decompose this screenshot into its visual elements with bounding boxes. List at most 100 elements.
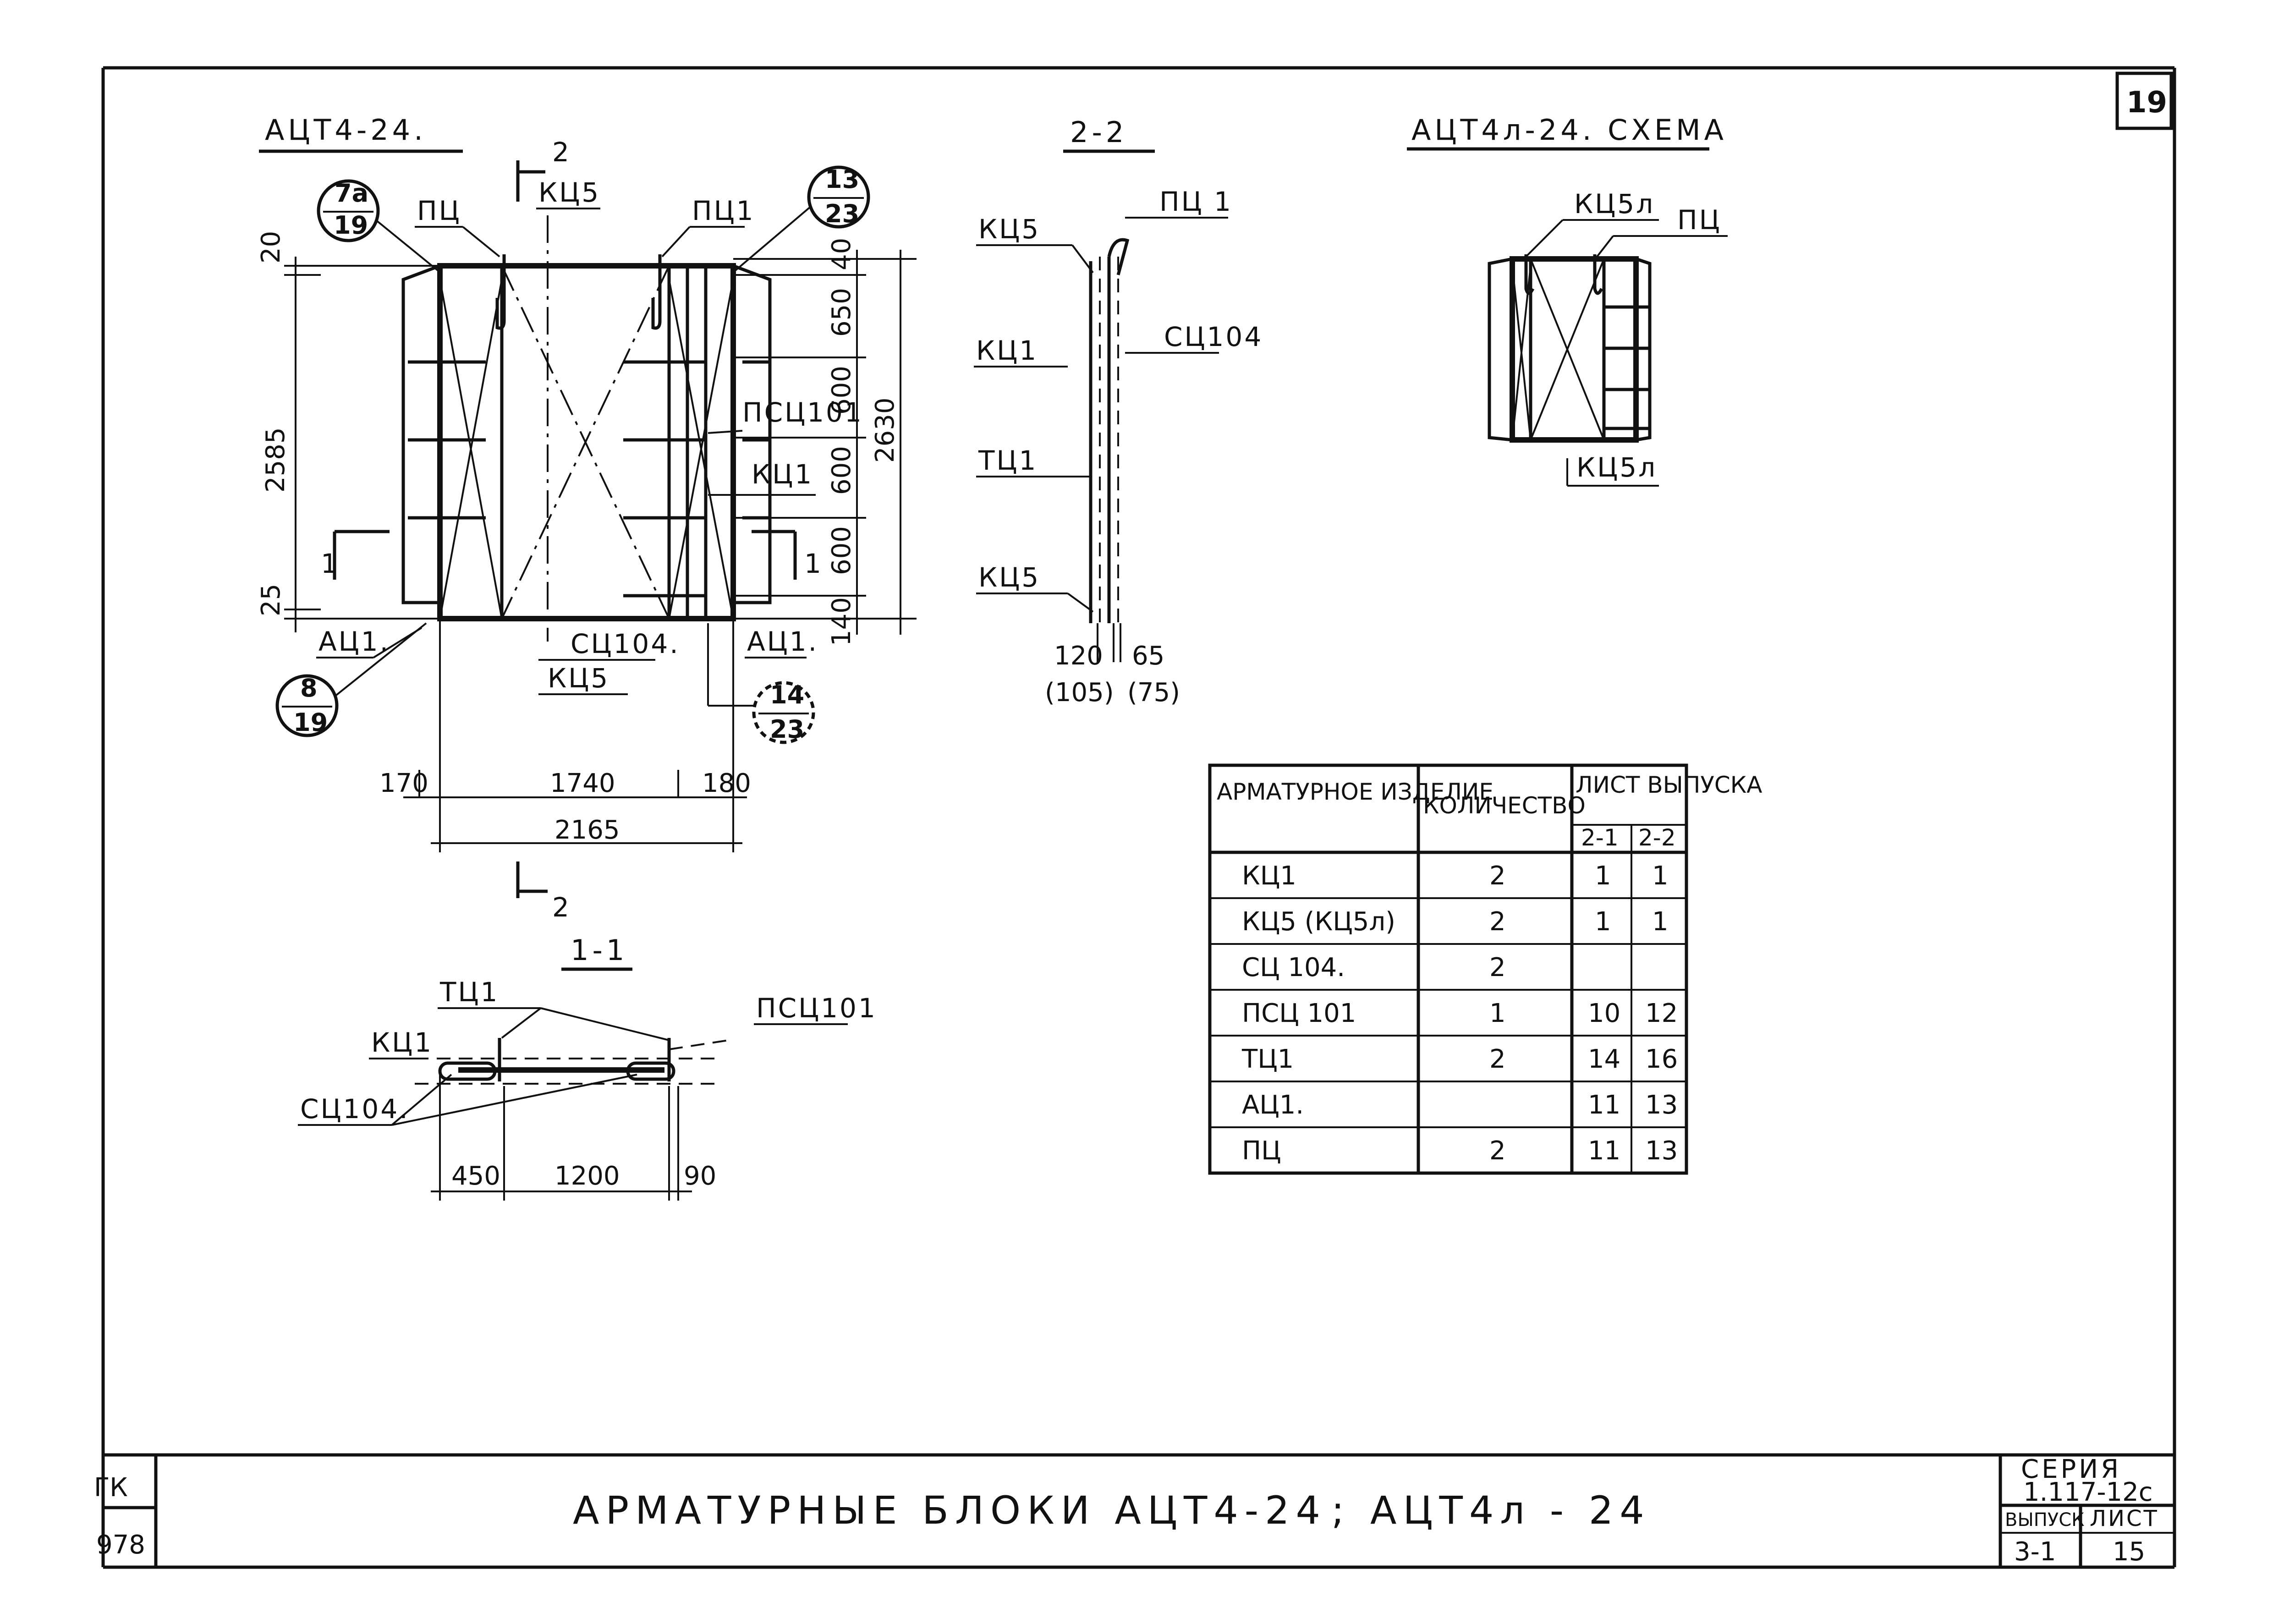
main-view: АЦТ4-24. 2 xyxy=(256,113,917,923)
s22-label-sc104: СЦ104 xyxy=(1164,321,1263,352)
dim-right-140: 140 xyxy=(827,597,856,646)
dim-left-2585: 2585 xyxy=(261,427,291,493)
scheme-title: АЦТ4л-24. СХЕМА xyxy=(1411,113,1727,147)
series-value: 1.117-12с xyxy=(2023,1477,2153,1507)
s22-dim-65: 65 xyxy=(1132,641,1164,671)
table-row-s1: 1 xyxy=(1595,861,1611,891)
s22-dim-105: (105) xyxy=(1045,678,1114,708)
table-row-qty: 2 xyxy=(1489,861,1506,891)
dim-bottom-1740: 1740 xyxy=(550,768,615,798)
table-row-item: КЦ5 (КЦ5л) xyxy=(1242,907,1395,937)
label-pc1: ПЦ1 xyxy=(692,195,755,226)
section-mark-bottom: 2 xyxy=(552,892,571,923)
table-header-qty: КОЛИЧЕСТВО xyxy=(1423,792,1586,819)
label-kc1: КЦ1 xyxy=(752,459,813,490)
scheme-label-kc5l-top: КЦ5л xyxy=(1574,188,1655,219)
s22-dim-75: (75) xyxy=(1127,678,1180,708)
callout-7a-top: 7а xyxy=(335,179,368,208)
s11-label-psc101: ПСЦ101 xyxy=(756,993,877,1024)
section-2-2-title: 2-2 xyxy=(1070,115,1127,149)
table-row-s2: 13 xyxy=(1645,1136,1678,1166)
label-psc101: ПСЦ101 xyxy=(742,397,863,428)
dim-right-40: 40 xyxy=(827,238,856,270)
main-view-title: АЦТ4-24. xyxy=(265,113,427,147)
s11-dim-1200: 1200 xyxy=(555,1161,620,1191)
section-mark-top: 2 xyxy=(552,137,571,168)
label-ac1-right: АЦ1. xyxy=(747,626,818,657)
callout-13-bottom: 23 xyxy=(825,199,859,228)
callout-14-top: 14 xyxy=(770,680,804,709)
table-row-s1: 1 xyxy=(1595,907,1611,937)
callout-8-bottom: 19 xyxy=(293,708,328,737)
dim-right-650: 650 xyxy=(827,288,856,337)
section-2-2: 2-2 КЦ5 ПЦ 1 КЦ1 СЦ104 ТЦ1 КЦ5 120 (105)… xyxy=(974,115,1263,708)
s11-dim-450: 450 xyxy=(451,1161,500,1191)
table-row-s1: 11 xyxy=(1588,1136,1620,1166)
sheet-value: 15 xyxy=(2113,1537,2145,1567)
sheet-number: 19 xyxy=(2126,86,2167,120)
spec-table: АРМАТУРНОЕ ИЗДЕЛИЕ КОЛИЧЕСТВО ЛИСТ ВЫПУС… xyxy=(1208,763,1762,1175)
table-row-s2: 12 xyxy=(1645,999,1678,1028)
s22-label-kc1: КЦ1 xyxy=(976,335,1038,366)
section-1-1: 1-1 ТЦ1 ПСЦ101 КЦ1 СЦ104. 450 1200 90 xyxy=(298,933,877,1201)
title-block: ГК 978 АРМАТУРНЫЕ БЛОКИ АЦТ4-24 ; АЦТ4л … xyxy=(94,1454,2174,1567)
section-1-1-title: 1-1 xyxy=(571,933,628,967)
dim-left-25: 25 xyxy=(256,584,286,616)
callout-8-top: 8 xyxy=(300,674,318,702)
table-row-s1: 14 xyxy=(1588,1044,1620,1074)
stamp-bottom: 978 xyxy=(96,1530,145,1560)
table-row-s2: 1 xyxy=(1652,861,1669,891)
dim-right-2630: 2630 xyxy=(870,397,900,463)
s22-dim-120: 120 xyxy=(1054,641,1103,671)
table-row-qty: 2 xyxy=(1489,1136,1506,1166)
dim-right-600a: 600 xyxy=(827,366,856,415)
cut-1-right: 1 xyxy=(804,548,823,579)
table-row-s2: 16 xyxy=(1645,1044,1678,1074)
s22-label-tc1: ТЦ1 xyxy=(978,445,1038,476)
dim-right-600b: 600 xyxy=(827,446,856,495)
s11-label-kc1: КЦ1 xyxy=(371,1027,433,1058)
s11-label-tc1: ТЦ1 xyxy=(439,977,499,1008)
s22-label-kc5-top: КЦ5 xyxy=(978,214,1040,245)
table-row-qty: 2 xyxy=(1489,953,1506,982)
table-header-sub2: 2-2 xyxy=(1638,824,1676,851)
series-label: СЕРИЯ xyxy=(2021,1454,2121,1484)
issue-label: ВЫПУСК xyxy=(2005,1509,2085,1531)
table-header-sub1: 2-1 xyxy=(1581,824,1619,851)
sheet-label: ЛИСТ xyxy=(2090,1506,2159,1531)
s11-dim-90: 90 xyxy=(684,1161,716,1191)
title-separator: ; xyxy=(1331,1488,1351,1533)
table-header-item: АРМАТУРНОЕ ИЗДЕЛИЕ xyxy=(1217,779,1493,805)
table-row-qty: 2 xyxy=(1489,1044,1506,1074)
dim-left-20: 20 xyxy=(256,231,286,263)
label-kc5-bottom: КЦ5 xyxy=(548,663,609,694)
table-row-qty: 2 xyxy=(1489,907,1506,937)
table-row-item: АЦ1. xyxy=(1242,1090,1304,1120)
scheme-label-pc: ПЦ xyxy=(1677,204,1722,236)
table-header-sheet: ЛИСТ ВЫПУСКА xyxy=(1576,772,1762,798)
title-left: АРМАТУРНЫЕ БЛОКИ АЦТ4-24 xyxy=(573,1488,1327,1533)
table-row-item: КЦ1 xyxy=(1242,861,1296,891)
scheme-view: АЦТ4л-24. СХЕМА КЦ5л ПЦ КЦ5л xyxy=(1407,113,1728,487)
dim-bottom-180: 180 xyxy=(702,768,751,798)
label-sc104: СЦ104. xyxy=(571,628,680,659)
table-row-s2: 1 xyxy=(1652,907,1669,937)
callout-14-bottom: 23 xyxy=(770,715,804,744)
table-row-item: ПСЦ 101 xyxy=(1242,999,1356,1028)
dim-bottom-170: 170 xyxy=(379,768,428,798)
issue-value: 3-1 xyxy=(2014,1537,2056,1567)
title-right: АЦТ4л - 24 xyxy=(1370,1488,1651,1533)
stamp-top: ГК xyxy=(94,1473,128,1503)
callout-13-top: 13 xyxy=(825,165,859,194)
dim-bottom-2165: 2165 xyxy=(555,815,620,845)
table-row-item: ТЦ1 xyxy=(1241,1044,1294,1074)
table-row-qty: 1 xyxy=(1489,999,1506,1028)
cut-1-left: 1 xyxy=(321,548,340,579)
label-pc: ПЦ xyxy=(417,195,461,226)
table-header-item-text: АРМАТУРНОЕ ИЗДЕЛИЕ xyxy=(1217,779,1493,805)
table-row-s1: 10 xyxy=(1588,999,1620,1028)
table-row-item: ПЦ xyxy=(1242,1136,1281,1166)
label-kc5-top: КЦ5 xyxy=(538,177,600,208)
s22-label-kc5-bottom: КЦ5 xyxy=(978,562,1040,593)
